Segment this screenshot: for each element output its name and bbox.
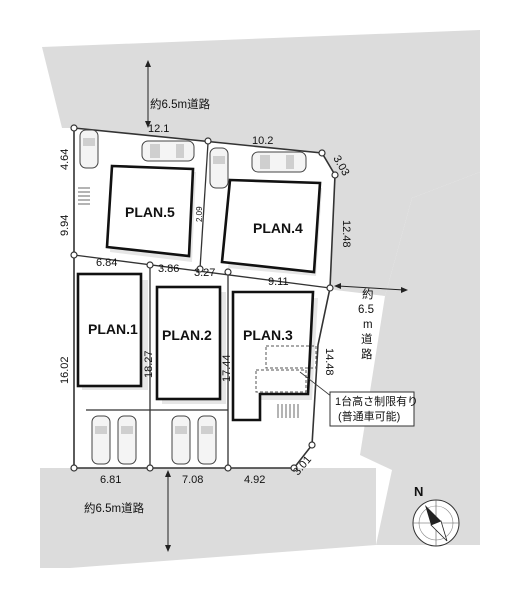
- svg-text:路: 路: [361, 347, 373, 361]
- dim-north-left: 12.1: [148, 123, 169, 135]
- dim-south-c: 4.92: [244, 474, 265, 486]
- dim-mid-a: 6.84: [96, 257, 117, 269]
- dim-west-top: 4.64: [59, 149, 71, 170]
- north-road-width-arrow: [145, 60, 151, 128]
- plan-label-5: PLAN.5: [125, 204, 175, 220]
- dim-mid-b: 3.86: [158, 263, 179, 275]
- car-plan1-b: [117, 415, 137, 465]
- car-plan5-vertical: [79, 129, 99, 169]
- dim-plan3-side: 17.44: [221, 354, 233, 382]
- parking-note-line2: (普通車可能): [338, 409, 400, 423]
- svg-text:6.5: 6.5: [358, 304, 374, 316]
- south-road-label: 約6.5m道路: [84, 501, 145, 515]
- car-plan4-vertical: [209, 147, 229, 189]
- dim-plan5-small: 2.09: [195, 206, 204, 222]
- building-plan2: [155, 285, 222, 401]
- north-road-label: 約6.5m道路: [150, 97, 211, 111]
- parking-note-line1: 1台高さ制限有り: [335, 394, 418, 408]
- carport-dashed-upper: [265, 345, 317, 369]
- dim-east-upper: 12.48: [340, 220, 352, 248]
- east-road-label: 約 6.5 m 道 路: [358, 287, 374, 361]
- dim-south-b: 7.08: [182, 474, 203, 486]
- plan-label-2: PLAN.2: [162, 327, 212, 343]
- east-road-width-arrow: [334, 283, 408, 293]
- plot-line-plan5-plan4: [199, 142, 209, 270]
- stairs-plan5: [78, 187, 90, 205]
- south-road-width-arrow: [165, 470, 171, 552]
- car-plan4-horizontal: [251, 151, 307, 173]
- building-plan3: [231, 290, 315, 422]
- svg-text:m: m: [363, 319, 373, 331]
- boundary-nodes: [70, 124, 339, 472]
- car-plan1-a: [91, 415, 111, 465]
- svg-text:約: 約: [362, 287, 374, 301]
- building-plan4: [220, 178, 322, 274]
- car-plan2-a: [171, 415, 191, 465]
- dim-mid-c: 3.27: [194, 267, 215, 279]
- svg-text:道: 道: [361, 332, 373, 346]
- east-road: [360, 172, 480, 545]
- dim-west-lower: 16.02: [59, 356, 71, 384]
- carport-dashed-lower: [255, 369, 307, 393]
- dim-plan2-side: 18.27: [143, 350, 155, 378]
- car-plan5-horizontal: [141, 140, 195, 162]
- stairs-plan3: [277, 404, 299, 418]
- dim-east-lower: 14.48: [323, 348, 335, 376]
- plan-label-3: PLAN.3: [243, 327, 293, 343]
- dim-west-mid: 9.94: [59, 215, 71, 236]
- plan-label-1: PLAN.1: [88, 321, 138, 337]
- compass-icon: [412, 499, 460, 547]
- compass-north-letter: N: [414, 484, 423, 499]
- south-road: [40, 468, 376, 568]
- car-plan2-b: [197, 415, 217, 465]
- dim-north-right: 10.2: [252, 135, 273, 147]
- building-plan1: [76, 272, 143, 388]
- parking-note-box: [329, 391, 415, 427]
- plan-label-4: PLAN.4: [253, 220, 303, 236]
- dim-south-a: 6.81: [100, 474, 121, 486]
- dim-mid-d: 9.11: [268, 276, 289, 288]
- building-plan5: [105, 164, 195, 258]
